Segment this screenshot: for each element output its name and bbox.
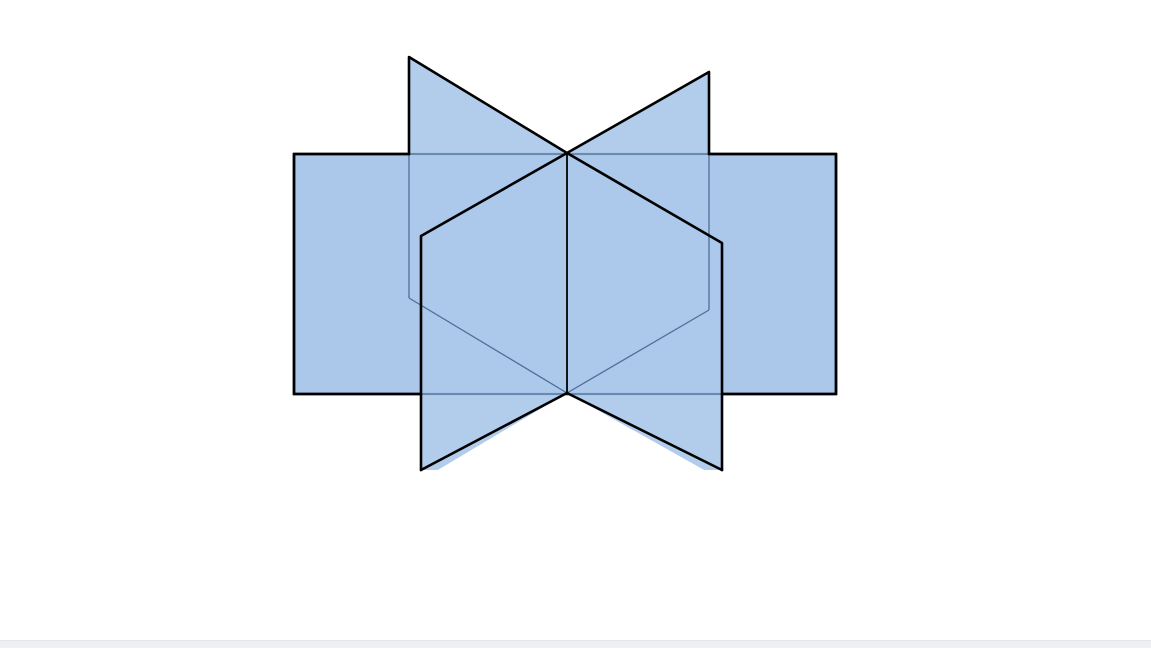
front-plane-edge	[419, 391, 569, 472]
footer-strip	[0, 640, 1151, 648]
rectangle-edge	[707, 152, 838, 396]
hidden-edge	[566, 309, 710, 394]
visible-edges	[292, 55, 838, 472]
hidden-edge	[408, 297, 568, 394]
front-plane-edge	[565, 391, 724, 472]
rectangle-edge	[292, 152, 423, 396]
front-slanted-plane	[421, 153, 722, 470]
